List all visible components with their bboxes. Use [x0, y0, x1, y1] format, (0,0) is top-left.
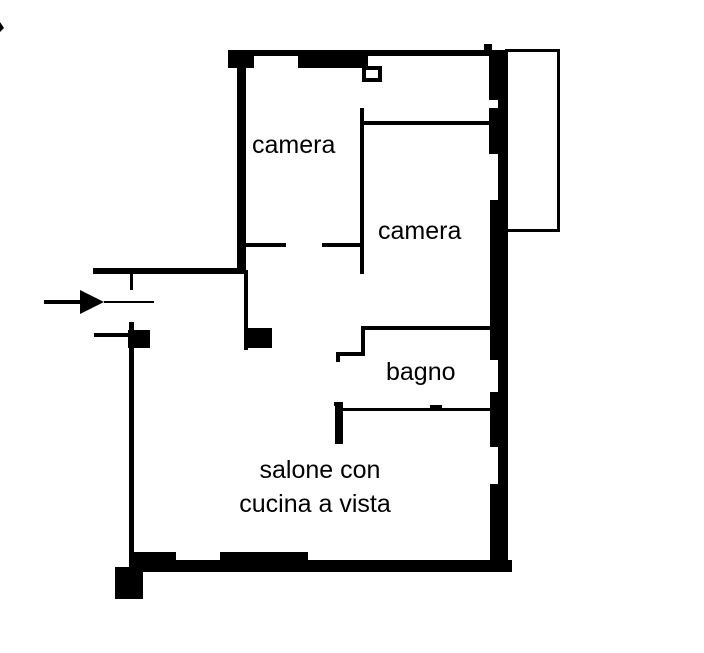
room-label-camera-1: camera: [252, 131, 336, 159]
interior-walls: [246, 108, 494, 444]
room-label-salone-line2: cucina a vista: [239, 490, 391, 518]
entrance-arrow-icon: [44, 290, 154, 314]
balcony: [505, 49, 560, 232]
room-label-camera-2: camera: [378, 217, 462, 245]
room-label-bagno: bagno: [386, 358, 456, 386]
outer-walls: [93, 44, 512, 599]
room-label-salone-line1: salone con: [259, 456, 381, 484]
corner-mark: [0, 22, 4, 32]
